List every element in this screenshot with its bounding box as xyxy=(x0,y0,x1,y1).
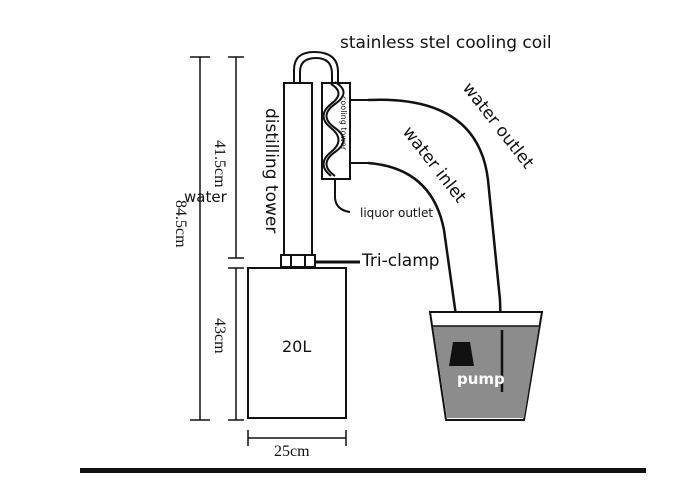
water-outlet-hose xyxy=(367,98,504,371)
water-outlet-label: water outlet xyxy=(458,79,538,173)
tri-clamp xyxy=(280,254,316,268)
liquor-outlet-pipe xyxy=(334,179,351,213)
boiler-tank xyxy=(247,267,347,419)
pump-label: pump xyxy=(457,370,505,388)
tank-volume-label: 20L xyxy=(282,337,311,356)
cooling-coil xyxy=(293,50,345,177)
liquor-outlet-label: liquor outlet xyxy=(360,206,433,220)
tank-width-label: 25cm xyxy=(274,443,310,460)
dimension-total-height xyxy=(190,56,210,421)
distilling-tower xyxy=(283,82,313,256)
water-inlet-hose xyxy=(367,161,460,331)
water-inlet-label: water inlet xyxy=(398,123,470,207)
dimension-tower-height xyxy=(228,56,244,259)
pump xyxy=(449,342,474,366)
tri-clamp-label: Tri-clamp xyxy=(361,251,440,271)
distilling-tower-label: distilling tower xyxy=(261,108,281,233)
cooling-tower-label: cooling tower xyxy=(339,96,348,151)
tank-height-label: 43cm xyxy=(211,318,228,354)
water-label: water xyxy=(184,188,228,206)
total-height-label: 84.5cm xyxy=(172,200,189,248)
dimension-tank-width xyxy=(247,430,347,446)
tower-height-label: 41.5cm xyxy=(211,140,228,188)
water-bucket xyxy=(428,311,544,421)
dimension-tank-height xyxy=(228,267,244,421)
cooling-coil-label: stainless stel cooling coil xyxy=(340,33,552,53)
baseline-rule xyxy=(80,468,646,473)
